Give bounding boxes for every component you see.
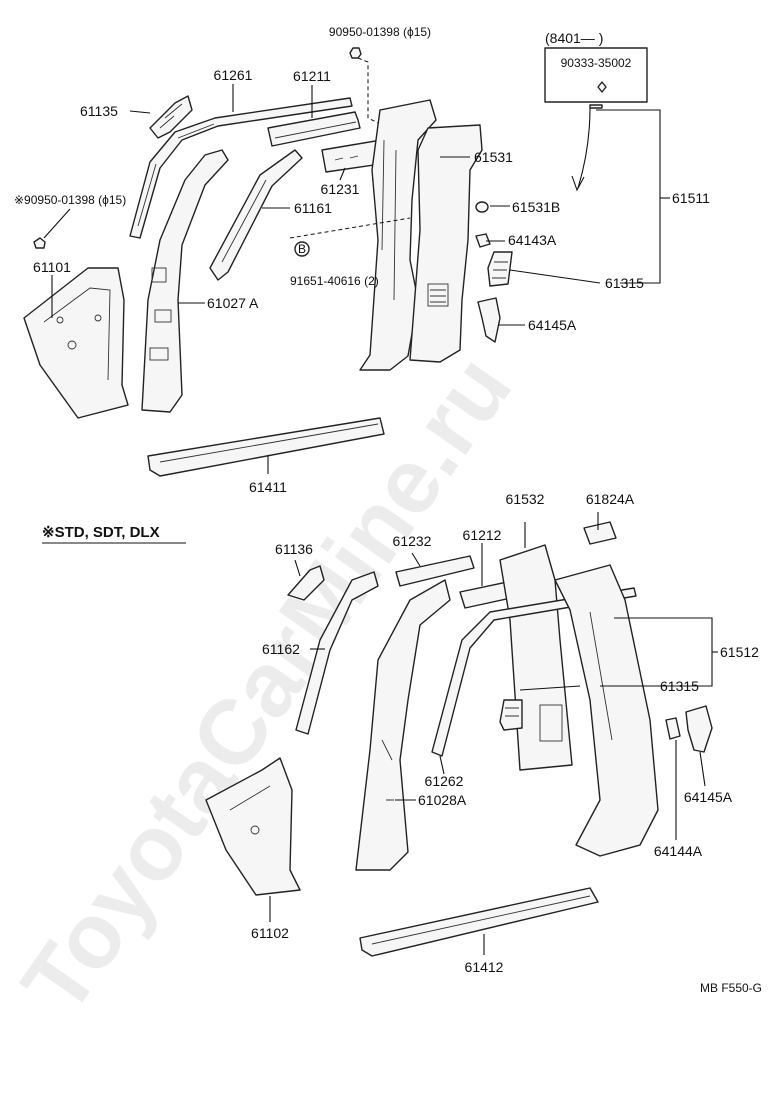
part-64144A — [665, 717, 681, 740]
part-61027A — [141, 149, 229, 413]
label-64144A: 64144A — [654, 843, 703, 859]
label-64143A: 64143A — [508, 232, 557, 248]
label-61101: 61101 — [33, 259, 71, 275]
label-91651-40616: 91651-40616 (2) — [290, 274, 379, 288]
label-61231: 61231 — [321, 181, 360, 197]
label-64145A-top: 64145A — [528, 317, 577, 333]
label-61261: 61261 — [214, 67, 253, 83]
part-61232 — [395, 555, 475, 587]
label-61161: 61161 — [294, 200, 332, 216]
part-64145A-bottom — [685, 705, 713, 753]
bolt-b-symbol: B — [298, 242, 306, 256]
label-61531B: 61531B — [512, 199, 560, 215]
label-61262: 61262 — [425, 773, 464, 789]
part-61101 — [23, 267, 129, 419]
part-64145A-top — [477, 297, 501, 343]
label-61411: 61411 — [249, 479, 287, 495]
label-61136: 61136 — [275, 541, 313, 557]
label-61135: 61135 — [80, 103, 118, 119]
label-61102: 61102 — [251, 925, 289, 941]
clip-90950-top — [349, 47, 381, 125]
label-90333-35002: 90333-35002 — [561, 56, 632, 70]
part-61028A — [355, 579, 451, 871]
label-61511: 61511 — [672, 190, 710, 206]
label-61412: 61412 — [465, 959, 504, 975]
part-61161 — [209, 149, 303, 281]
part-61162 — [295, 571, 379, 735]
label-61212: 61212 — [463, 527, 502, 543]
serial-box-8401 — [544, 47, 648, 192]
bolt-b: B — [294, 241, 310, 257]
part-64143A — [475, 233, 491, 248]
label-61027A: 61027 A — [207, 295, 259, 311]
label-61028A: 61028A — [418, 792, 467, 808]
label-90950-left: ※90950-01398 (ϕ15) — [14, 193, 126, 207]
bolt-dash — [289, 217, 411, 239]
part-61531B — [475, 201, 489, 213]
part-61262 — [431, 587, 637, 757]
label-61512: 61512 — [720, 644, 759, 660]
part-61511 — [409, 124, 483, 363]
part-61512 — [554, 564, 659, 857]
leader-lines — [43, 84, 718, 955]
label-61532: 61532 — [506, 491, 545, 507]
part-61135 — [149, 95, 193, 139]
part-61824A — [583, 521, 617, 545]
label-61162: 61162 — [262, 641, 300, 657]
model-note: ※STD, SDT, DLX — [42, 524, 160, 541]
part-61136 — [287, 565, 325, 601]
label-8401: (8401— ) — [545, 30, 603, 46]
grommet-left — [33, 237, 46, 249]
label-64145A-bottom: 64145A — [684, 789, 733, 805]
label-61531: 61531 — [474, 149, 513, 165]
part-61411 — [147, 417, 385, 477]
label-61211: 61211 — [293, 68, 331, 84]
label-61824A: 61824A — [586, 491, 635, 507]
part-61261 — [129, 97, 353, 239]
part-61315-top — [487, 251, 513, 287]
part-61412 — [359, 887, 599, 957]
part-61102 — [205, 757, 301, 896]
figure-code: MB F550-G — [700, 981, 762, 995]
part-61315-bottom — [499, 699, 523, 731]
label-61315-top: 61315 — [605, 275, 644, 291]
part-61211 — [267, 111, 361, 147]
label-61232: 61232 — [393, 533, 432, 549]
label-61315-bottom: 61315 — [660, 678, 699, 694]
label-90950-top: 90950-01398 (ϕ15) — [329, 25, 431, 39]
